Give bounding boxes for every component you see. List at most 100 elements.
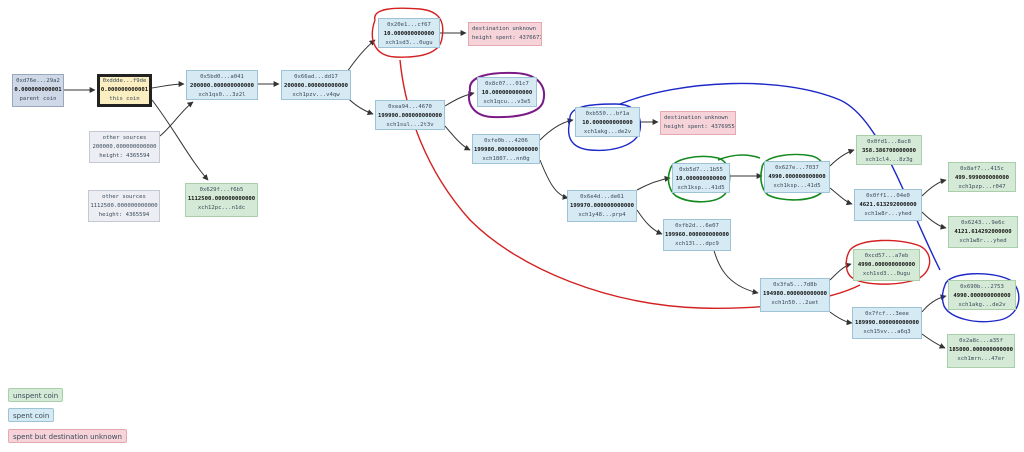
height-spent: height spent: 4376677: [472, 35, 542, 41]
coin-id: 0x7fcf...3eee: [865, 311, 909, 317]
coin-amount: 199980.000000000000: [474, 147, 538, 153]
coin-address: xch1qcu...v3e5: [483, 99, 531, 105]
edge: [711, 243, 759, 295]
coin-node-0fd1[interactable]: 0x0fd1...8ac8 358.386700000000 xch1cl4..…: [856, 135, 922, 165]
coin-amount: 358.386700000000: [862, 148, 916, 154]
coin-address: xch1pzv...v4qw: [292, 92, 340, 98]
coin-amount: 199970.000000000000: [570, 203, 634, 209]
coin-amount: 10.000000000000: [383, 31, 435, 37]
edge: [921, 294, 947, 313]
coin-node-b550[interactable]: 0xb550...bf1a 10.000000000000 xch1akg...…: [575, 107, 640, 137]
edge: [829, 148, 855, 167]
coin-amount: 10.000000000000: [582, 120, 633, 126]
coin-id: 0xd76e...29a2: [16, 78, 60, 84]
source-amount: 1112500.000000000000: [90, 203, 158, 209]
coin-amount: 4621.613292000000: [859, 202, 917, 208]
coin-id: 0x8af7...415c: [960, 166, 1004, 172]
coin-node-627e[interactable]: 0x627e...7037 4990.000000000000 xch1ksp.…: [764, 161, 830, 193]
coin-id: 0xea94...4670: [388, 104, 432, 110]
coin-address: xch1sd3...0ugu: [385, 40, 433, 46]
edge: [151, 81, 185, 89]
coin-node-20e1[interactable]: 0x20e1...cf67 10.000000000000 xch1sd3...…: [378, 18, 440, 48]
edge: [829, 187, 853, 206]
edge: [636, 209, 663, 235]
coin-address: xch1akg...de2v: [958, 302, 1006, 308]
coin-id: 0xddde...f9de: [102, 78, 147, 84]
coin-address: xch1pzp...r047: [958, 184, 1006, 190]
coin-id: 0x629f...f6b5: [199, 187, 244, 193]
height-spent: height spent: 4376955: [664, 124, 735, 130]
source-height: height: 4365594: [98, 212, 150, 218]
green-link-annotation: [717, 154, 761, 161]
coin-node-7fcf[interactable]: 0x7fcf...3eee 189990.000000000000 xch15v…: [852, 307, 922, 339]
coin-node-6e4d[interactable]: 0x6e4d...de61 199970.000000000000 xch1y4…: [567, 190, 637, 222]
coin-id: 0xfb2d...6e07: [675, 223, 719, 229]
coin-node-3fa5[interactable]: 0x3fa5...7d8b 194980.000000000000 xch1n5…: [760, 278, 830, 312]
coin-amount: 4121.614292000000: [954, 229, 1012, 235]
other-sources-node[interactable]: other sources 200000.000000000000 height…: [89, 131, 160, 163]
coin-id: 0x0fd1...8ac8: [867, 139, 911, 145]
edge: [159, 101, 194, 137]
coin-label: this coin: [109, 96, 140, 102]
edge: [444, 125, 471, 151]
source-label: other sources: [102, 194, 146, 200]
source-height: height: 4365594: [99, 153, 150, 159]
unknown-label: destination unknown: [472, 26, 536, 32]
destination-unknown-node[interactable]: destination unknown height spent: 437695…: [660, 111, 736, 135]
coin-address: xch1y48...prp4: [578, 212, 626, 218]
coin-address: xch1ksp...41d5: [773, 183, 821, 189]
coin-node-ea94[interactable]: 0xea94...4670 199990.000000000000 xch1su…: [375, 100, 445, 130]
coin-amount: 4990.000000000000: [857, 262, 916, 268]
current-coin-node[interactable]: 0xddde...f9de 0.000000000001 this coin: [97, 74, 152, 107]
purple-circle-annotation: [468, 71, 545, 119]
coin-node-8af7[interactable]: 0x8af7...415c 499.999000000000 xch1pzp..…: [948, 162, 1016, 192]
coin-id: 0x690b...2753: [960, 284, 1004, 290]
coin-node-629f[interactable]: 0x629f...f6b5 1112500.000000000000 xch12…: [185, 183, 258, 217]
coin-node-0ff1[interactable]: 0x0ff1...04e0 4621.613292000000 xch1w8r.…: [854, 189, 922, 221]
coin-amount: 4990.000000000000: [953, 293, 1011, 299]
coin-node-6243[interactable]: 0x6243...9e6c 4121.614292000000 xch1w8r.…: [948, 216, 1018, 248]
coin-node-fb2d[interactable]: 0xfb2d...6e07 199960.000000000000 xch13l…: [663, 219, 731, 251]
coin-node-b5d7[interactable]: 0xb5d7...1b55 10.000000000000 xch1ksp...…: [672, 163, 730, 193]
green-circle-annotation: [667, 155, 731, 203]
coin-node-8c07[interactable]: 0x8c07...01c7 10.000000000000 xch1qcu...…: [477, 77, 537, 107]
coin-address: xch1qs0...3z2l: [198, 92, 246, 98]
coin-amount: 0.000000000001: [100, 87, 149, 93]
coin-label: parent coin: [19, 96, 57, 102]
coin-amount: 200000.000000000000: [190, 83, 254, 89]
blue-circle-annotation: [941, 272, 1020, 323]
destination-unknown-node[interactable]: destination unknown height spent: 437667…: [468, 22, 542, 46]
coin-amount: 10.000000000000: [675, 176, 727, 182]
coin-id: 0xb550...bf1a: [585, 111, 630, 117]
coin-node-66ad[interactable]: 0x66ad...dd17 200000.000000000000 xch1pz…: [281, 70, 351, 100]
coin-id: 0xb5d7...1b55: [679, 167, 723, 173]
edge: [829, 262, 852, 281]
coin-node-2a8c[interactable]: 0x2a8c...a35f 185000.000000000000 xch1mr…: [947, 334, 1015, 368]
coin-amount: 199990.000000000000: [378, 113, 442, 119]
coin-amount: 499.999000000000: [955, 175, 1009, 181]
edge: [921, 211, 947, 230]
coin-id: 0x0ff1...04e0: [866, 193, 910, 199]
coin-node-690b[interactable]: 0x690b...2753 4990.000000000000 xch1akg.…: [948, 280, 1016, 310]
coin-amount: 10.000000000000: [481, 90, 533, 96]
legend-unknown: spent but destination unknown: [8, 429, 127, 443]
coin-address: xch13l...dpc9: [675, 241, 719, 247]
edge: [921, 333, 946, 349]
source-amount: 200000.000000000000: [92, 144, 157, 150]
coin-node-cd57[interactable]: 0xcd57...a7eb 4990.000000000000 xch1sd3.…: [853, 249, 920, 281]
coin-amount: 4990.000000000000: [768, 174, 826, 180]
coin-id: 0x6243...9e6c: [961, 220, 1005, 226]
coin-id: 0x8c07...01c7: [485, 81, 529, 87]
coin-address: xch1mrn...47er: [957, 356, 1005, 362]
coin-id: 0x2a8c...a35f: [959, 338, 1003, 344]
coin-node-fe0b[interactable]: 0xfe0b...4206 199980.000000000000 xch180…: [472, 134, 540, 164]
parent-coin-node[interactable]: 0xd76e...29a2 0.000000000001 parent coin: [12, 74, 64, 107]
coin-amount: 200000.000000000000: [284, 83, 348, 89]
coin-address: xch1cl4...8z3g: [865, 157, 913, 163]
edge: [829, 311, 853, 326]
coin-node-5bd0[interactable]: 0x5bd0...a041 200000.000000000000 xch1qs…: [186, 70, 258, 100]
coin-amount: 1112500.000000000000: [187, 196, 256, 202]
other-sources-node[interactable]: other sources 1112500.000000000000 heigh…: [88, 190, 160, 222]
coin-id: 0x627e...7037: [775, 165, 819, 171]
